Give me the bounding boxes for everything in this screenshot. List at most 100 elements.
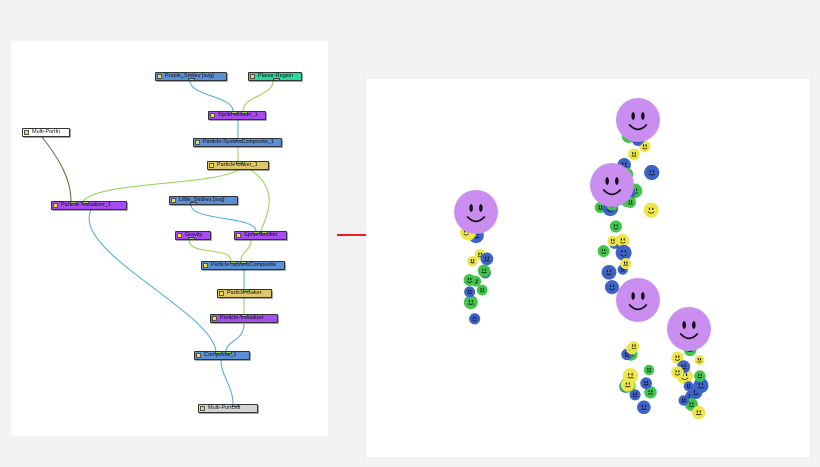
node-toggle-icon[interactable] [200,406,205,411]
node-particle-system-composite-1[interactable]: Particle-SystemComposite_1 [193,138,282,147]
input-port[interactable] [232,405,239,407]
node-toggle-icon[interactable] [171,198,176,203]
node-view-panel[interactable]: Purple_Smiley [svg] Planar-Region Sprite… [11,41,328,436]
node-label: Multi-PortOut [208,405,241,411]
input-port[interactable] [236,162,243,164]
node-label: Particle-SystemComposite [211,262,276,268]
node-toggle-icon[interactable] [177,233,182,238]
input-port[interactable] [82,202,89,204]
node-label: Particle-Visualizer_1 [61,202,112,208]
node-gravity[interactable]: Gravity [175,231,211,240]
small-smiley-particle [644,386,657,399]
node-planar-region[interactable]: Planar-Region [248,72,302,81]
small-smiley-particle [601,264,617,280]
input-port[interactable] [253,232,260,234]
node-sprite-emitter-1[interactable]: Sprite-Emitter_1 [208,111,266,120]
node-toggle-icon[interactable] [250,74,255,79]
input-port[interactable] [240,262,247,264]
small-smiley-particle [463,295,478,310]
node-label: Planar-Region [258,73,294,79]
node-little-smilies[interactable]: Little_Smilies [svg] [169,196,238,205]
node-label: Particle-Visualizer [220,315,264,321]
small-smiley-particle [620,258,632,270]
small-smiley-particle [692,405,706,420]
input-port[interactable] [70,202,77,204]
small-smiley-particle [615,244,632,261]
node-toggle-icon[interactable] [53,203,58,208]
node-toggle-icon[interactable] [203,263,208,268]
node-label: Multi-PortIn [32,129,61,135]
small-smiley-particle [644,164,660,181]
node-multi-port-in[interactable]: Multi-PortIn [22,128,70,137]
wire-emitter-to-pscomposite [240,239,252,262]
big-smiley-particle [590,163,634,207]
node-toggle-icon[interactable] [196,353,201,358]
node-toggle-icon[interactable] [209,163,214,168]
input-port[interactable] [215,352,222,354]
output-port[interactable] [190,202,197,204]
input-port[interactable] [261,232,268,234]
node-particle-visualizer-1[interactable]: Particle-Visualizer_1 [51,201,127,210]
node-particle-system-composite[interactable]: Particle-SystemComposite [201,261,285,270]
small-smiley-particle [693,377,709,394]
small-smiley-particle [597,245,610,258]
node-composite-1[interactable]: Composite_1 [194,351,250,360]
node-sprite-emitter[interactable]: Sprite-Emitter [234,231,287,240]
small-smiley-particle [683,381,694,392]
node-multi-port-out[interactable]: Multi-PortOut [198,404,258,413]
small-smiley-particle [476,284,488,296]
wire-gravity-to-pscomposite [188,239,232,262]
node-label: Sprite-Emitter_1 [218,112,258,118]
node-toggle-icon[interactable] [195,140,200,145]
node-connections [41,80,274,405]
node-label: Particle-SystemComposite_1 [203,139,274,145]
input-port[interactable] [243,290,250,292]
output-port[interactable] [188,78,195,80]
node-particle-baker[interactable]: Particle-Baker [217,289,272,298]
small-smiley-particle [671,351,684,364]
particle-render [454,98,711,420]
small-smiley-particle [643,364,655,376]
input-port[interactable] [241,315,248,317]
small-smiley-particle [616,233,630,247]
node-toggle-icon[interactable] [236,233,241,238]
big-smiley-particle [616,98,660,142]
input-port[interactable] [230,262,237,264]
node-label: Particle-Baker [227,290,262,296]
node-particle-visualizer[interactable]: Particle-Visualizer [210,314,278,323]
small-smiley-particle [477,264,491,278]
output-port[interactable] [188,237,195,239]
node-purple-smiley[interactable]: Purple_Smiley [svg] [155,72,227,81]
node-toggle-icon[interactable] [212,316,217,321]
small-smiley-particle [640,377,652,390]
input-port[interactable] [231,112,238,114]
small-smiley-particle [694,355,705,366]
node-toggle-icon[interactable] [219,291,224,296]
wire-purple-smiley-to-emitter1 [189,80,234,112]
output-port[interactable] [273,78,280,80]
wire-visualizer1-to-composite1 [88,209,217,352]
small-smiley-particle [637,400,651,415]
render-preview-panel [366,79,810,457]
wire-baker1-to-visualizer1 [82,169,239,202]
node-particle-baker-1[interactable]: Particle-Baker_1 [207,161,269,170]
small-smiley-particle [629,389,641,401]
small-smiley-particle [628,148,640,161]
small-smiley-particle [643,202,659,218]
wire-baker1-to-emitter [250,169,270,232]
node-toggle-icon[interactable] [210,113,215,118]
input-port[interactable] [241,112,248,114]
wire-little-smilies-to-emitter [190,204,257,232]
wire-composite1-to-portout [220,359,234,405]
small-smiley-particle [467,256,478,267]
node-toggle-icon[interactable] [157,74,162,79]
small-smiley-particle [469,313,481,325]
small-smiley-particle [464,286,476,298]
node-toggle-icon[interactable] [24,130,29,135]
small-smiley-particle [607,235,619,247]
input-port[interactable] [225,352,232,354]
input-port[interactable] [236,139,243,141]
node-label: Gravity [185,232,203,238]
wire-visualizer-to-composite1 [225,323,245,352]
small-smiley-particle [694,370,706,382]
